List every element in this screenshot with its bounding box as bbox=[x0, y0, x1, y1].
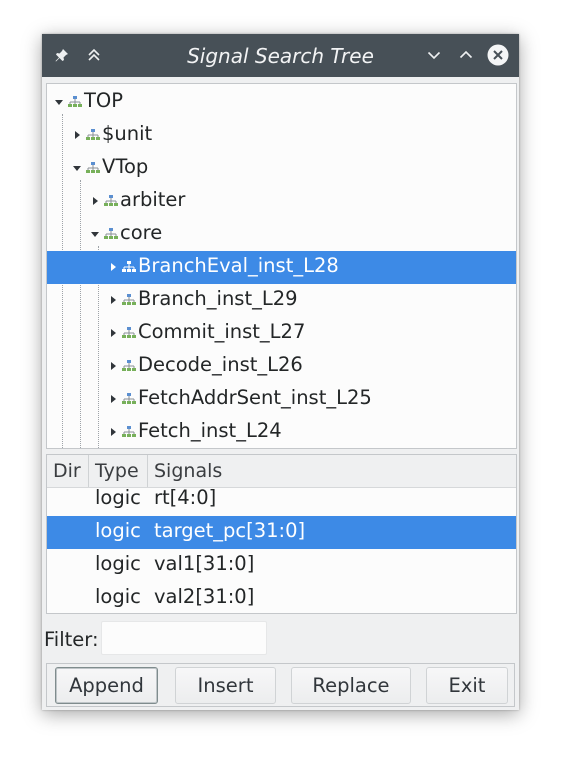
column-header-type[interactable]: Type bbox=[89, 455, 148, 487]
pin-icon[interactable] bbox=[49, 42, 75, 68]
append-button[interactable]: Append bbox=[55, 667, 158, 704]
tree-item-label: Commit_inst_L27 bbox=[138, 320, 306, 343]
signal-type-cell: logic bbox=[95, 486, 141, 509]
tree-guide-line bbox=[80, 180, 81, 448]
signal-name-cell: target_pc[31:0] bbox=[154, 519, 306, 542]
tree-item-label: Fetch_inst_L24 bbox=[138, 419, 282, 442]
chevron-right-icon[interactable] bbox=[107, 261, 119, 273]
signal-type-cell: logic bbox=[95, 519, 141, 542]
exit-button[interactable]: Exit bbox=[426, 667, 508, 704]
module-hierarchy-icon bbox=[122, 294, 136, 305]
tree-item[interactable]: Fetch_inst_L24 bbox=[47, 416, 516, 448]
title-bar[interactable]: Signal Search Tree bbox=[42, 34, 519, 77]
tree-item-label: core bbox=[120, 221, 163, 244]
signals-table[interactable]: Dir Type Signals logic rt[4:0] logic target… bbox=[46, 454, 517, 614]
module-hierarchy-icon bbox=[104, 228, 118, 239]
replace-button[interactable]: Replace bbox=[291, 667, 411, 704]
tree-item[interactable]: arbiter bbox=[47, 185, 516, 218]
table-row[interactable]: logic rt[4:0] bbox=[47, 483, 516, 516]
chevron-right-icon[interactable] bbox=[107, 327, 119, 339]
table-header: Dir Type Signals bbox=[47, 455, 516, 488]
tree-item-label: Branch_inst_L29 bbox=[138, 287, 298, 310]
signal-type-cell: logic bbox=[95, 552, 141, 575]
table-row[interactable]: logic target_pc[31:0] bbox=[47, 516, 516, 549]
keep-above-icon[interactable] bbox=[81, 42, 107, 68]
signal-name-cell: val1[31:0] bbox=[154, 552, 255, 575]
tree-guide-line bbox=[98, 246, 99, 448]
module-hierarchy-icon bbox=[122, 261, 136, 272]
close-icon[interactable] bbox=[485, 42, 511, 68]
minimize-icon[interactable] bbox=[421, 42, 447, 68]
chevron-right-icon[interactable] bbox=[89, 195, 101, 207]
table-row[interactable]: logic val1[31:0] bbox=[47, 549, 516, 582]
module-hierarchy-icon bbox=[104, 195, 118, 206]
insert-button[interactable]: Insert bbox=[175, 667, 276, 704]
window-title: Signal Search Tree bbox=[187, 44, 374, 68]
column-header-signals[interactable]: Signals bbox=[154, 460, 223, 482]
tree-item[interactable]: $unit bbox=[47, 119, 516, 152]
tree-item[interactable]: TOP bbox=[47, 86, 516, 119]
module-hierarchy-icon bbox=[122, 360, 136, 371]
module-hierarchy-icon bbox=[122, 327, 136, 338]
tree-item[interactable]: FetchAddrSent_inst_L25 bbox=[47, 383, 516, 416]
tree-item[interactable]: core bbox=[47, 218, 516, 251]
table-row[interactable]: logic val2[31:0] bbox=[47, 582, 516, 613]
tree-item[interactable]: BranchEval_inst_L28 bbox=[47, 251, 516, 284]
chevron-right-icon[interactable] bbox=[71, 129, 83, 141]
tree-item[interactable]: Branch_inst_L29 bbox=[47, 284, 516, 317]
chevron-down-icon[interactable] bbox=[53, 96, 65, 108]
signal-name-cell: rt[4:0] bbox=[154, 486, 217, 509]
chevron-right-icon[interactable] bbox=[107, 360, 119, 372]
chevron-right-icon[interactable] bbox=[107, 393, 119, 405]
filter-label: Filter: bbox=[44, 628, 99, 651]
tree-item[interactable]: Decode_inst_L26 bbox=[47, 350, 516, 383]
tree-item-label: Decode_inst_L26 bbox=[138, 353, 303, 376]
tree-item[interactable]: VTop bbox=[47, 152, 516, 185]
tree-item[interactable]: Commit_inst_L27 bbox=[47, 317, 516, 350]
tree-item-label: BranchEval_inst_L28 bbox=[138, 254, 339, 277]
module-hierarchy-icon bbox=[86, 162, 100, 173]
chevron-down-icon[interactable] bbox=[89, 228, 101, 240]
signal-name-cell: val2[31:0] bbox=[154, 585, 255, 608]
maximize-icon[interactable] bbox=[453, 42, 479, 68]
tree-item-label: arbiter bbox=[120, 188, 186, 211]
signal-type-cell: logic bbox=[95, 585, 141, 608]
module-hierarchy-icon bbox=[122, 426, 136, 437]
chevron-right-icon[interactable] bbox=[107, 294, 119, 306]
tree-item-label: TOP bbox=[84, 89, 124, 112]
module-hierarchy-icon bbox=[86, 129, 100, 140]
module-hierarchy-icon bbox=[68, 96, 82, 107]
chevron-down-icon[interactable] bbox=[71, 162, 83, 174]
column-header-dir[interactable]: Dir bbox=[47, 455, 89, 487]
filter-input[interactable] bbox=[101, 621, 267, 655]
module-hierarchy-icon bbox=[122, 393, 136, 404]
tree-item-label: VTop bbox=[102, 155, 149, 178]
tree-item-label: $unit bbox=[102, 122, 153, 145]
chevron-right-icon[interactable] bbox=[107, 426, 119, 438]
tree-item-label: FetchAddrSent_inst_L25 bbox=[138, 386, 372, 409]
